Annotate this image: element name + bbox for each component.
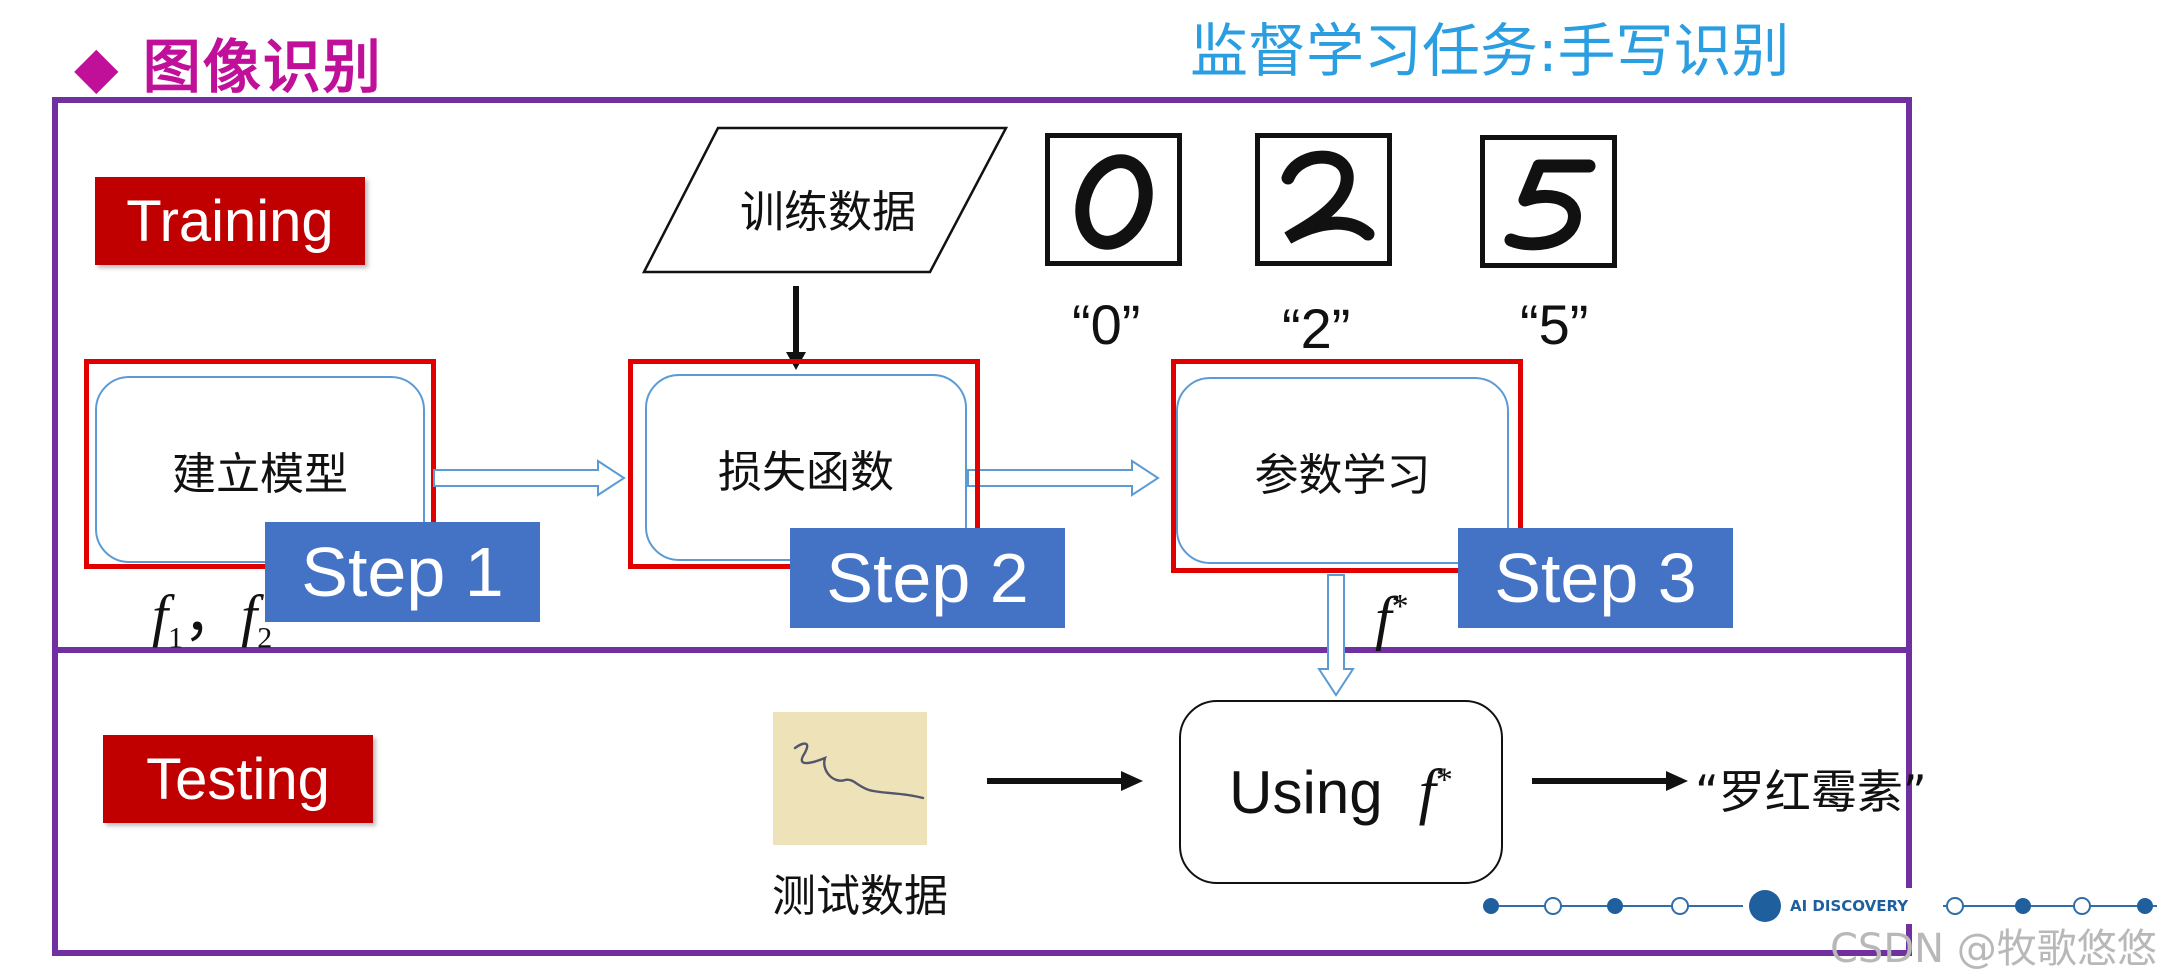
- training-tag: Training: [95, 177, 365, 265]
- step2-badge: Step 2: [790, 528, 1065, 628]
- loss-function-label: 损失函数: [718, 446, 894, 498]
- using-model-box: Using f*: [1179, 700, 1503, 884]
- function-symbol: f: [152, 583, 169, 648]
- testing-frame: [52, 647, 1912, 956]
- optimal-function-label: f*: [1375, 584, 1409, 653]
- arrow-step1-to-step2: [433, 459, 626, 497]
- decorative-timeline: [1483, 888, 2157, 924]
- digit-caption-0: “0”: [1072, 293, 1141, 356]
- testing-tag: Testing: [103, 735, 373, 823]
- function-subscript-1: 1: [168, 621, 184, 655]
- build-model-label: 建立模型: [172, 448, 348, 500]
- step3-highlight: [1171, 359, 1523, 573]
- function-symbol-2: f: [241, 583, 258, 648]
- step1-badge: Step 1: [265, 522, 540, 622]
- credit-watermark: CSDN @牧歌悠悠: [1830, 926, 2157, 972]
- digit-sample-5: [1480, 135, 1617, 268]
- training-data-label: 训练数据: [740, 187, 916, 238]
- optimal-f: f: [1375, 585, 1392, 651]
- arrow-test-to-using: [987, 771, 1143, 791]
- digit-sample-2: [1255, 133, 1392, 266]
- training-data-shape: [641, 126, 1009, 274]
- digit-caption-2: “2”: [1282, 297, 1351, 360]
- function-subscript-2: 2: [257, 621, 273, 655]
- brand-watermark: AI DISCOVERY: [1790, 897, 1909, 915]
- using-function: f*: [1419, 757, 1453, 828]
- arrow-learning-to-using: [1317, 574, 1355, 697]
- parameter-learning-label: 参数学习: [1254, 449, 1431, 501]
- function-separator: ，: [183, 583, 242, 648]
- arrow-step2-to-step3: [967, 459, 1160, 497]
- using-word: Using: [1229, 758, 1383, 826]
- using-f: f: [1418, 757, 1436, 826]
- arrow-using-to-result: [1532, 771, 1688, 791]
- page-title: ◆ 图像识别: [74, 33, 383, 101]
- test-handwriting-sample: [773, 712, 927, 845]
- parameter-learning-box: 参数学习: [1176, 377, 1509, 564]
- optimal-star: *: [1391, 588, 1409, 625]
- digit-caption-5: “5”: [1520, 293, 1589, 356]
- recognition-result: “罗红霉素”: [1695, 765, 1927, 819]
- step1-highlight: [84, 359, 436, 569]
- using-star: *: [1435, 760, 1453, 798]
- model-function-notation: f1，f2: [152, 568, 272, 656]
- test-data-label: 测试数据: [772, 871, 948, 922]
- page-subtitle: 监督学习任务:手写识别: [1190, 17, 1790, 85]
- step3-badge: Step 3: [1458, 528, 1733, 628]
- digit-sample-0: [1045, 133, 1182, 266]
